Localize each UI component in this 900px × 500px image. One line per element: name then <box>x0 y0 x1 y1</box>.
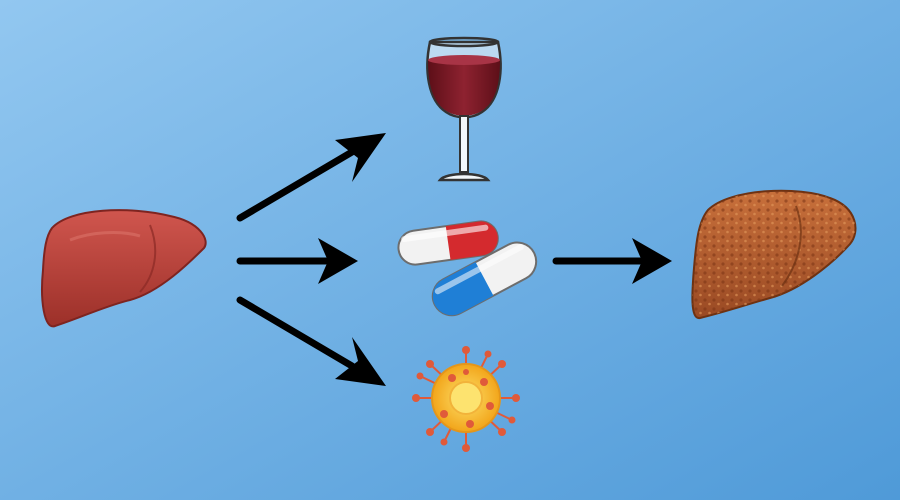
arrow-to-pills <box>236 238 358 284</box>
pills-icon <box>397 220 538 317</box>
virus-icon <box>412 346 520 452</box>
cirrhotic-liver-icon <box>691 189 857 319</box>
arrow-to-virus <box>236 296 386 386</box>
wine-glass-icon <box>426 36 502 182</box>
arrow-to-wine <box>236 133 386 222</box>
healthy-liver-icon <box>41 209 207 328</box>
arrow-to-diseased-liver <box>552 238 672 284</box>
